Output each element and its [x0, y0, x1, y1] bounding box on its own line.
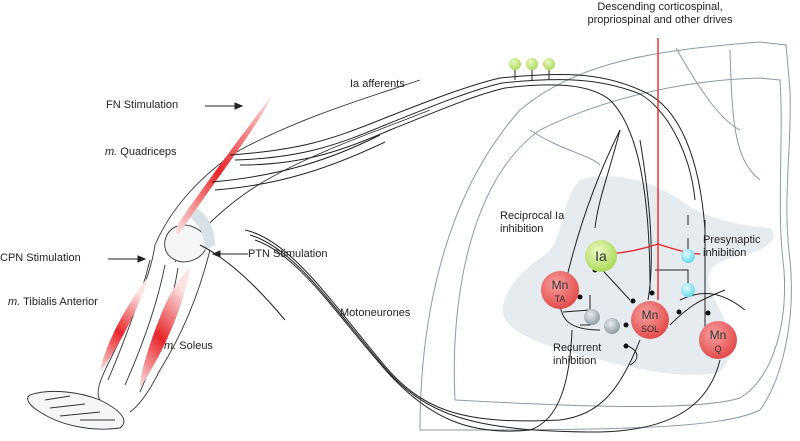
- descending-line1: Descending corticospinal,: [597, 1, 723, 13]
- foot-outline: [27, 390, 125, 430]
- soleus-prefix: m.: [164, 340, 177, 352]
- shin-outline: [97, 244, 156, 401]
- mn-q-label: Mn: [710, 328, 727, 342]
- knee-cap: [164, 224, 208, 263]
- neuron-mn-sol: Mn SOL: [631, 301, 669, 339]
- ia-label: Ia: [595, 248, 607, 264]
- tibialis-name: Tibialis Anterior: [23, 296, 98, 308]
- mn-ta-label: Mn: [552, 278, 569, 292]
- ganglion-cell: [509, 58, 521, 70]
- recurrent-line1: Recurrent: [553, 342, 602, 354]
- recurrent-line2: inhibition: [553, 355, 597, 367]
- presynaptic-interneuron: [681, 283, 695, 297]
- ganglion-cell: [543, 58, 555, 70]
- muscle-quadriceps: [176, 95, 272, 235]
- recurrent-inhibition-label: Recurrent inhibition: [553, 342, 601, 368]
- quadriceps-prefix: m.: [105, 146, 118, 158]
- quadriceps-name: Quadriceps: [120, 146, 177, 158]
- presynaptic-line2: inhibition: [703, 247, 747, 259]
- tibialis-label: m. Tibialis Anterior: [8, 296, 98, 309]
- descending-line2: propriospinal and other drives: [587, 14, 733, 26]
- neuron-ia-interneuron: Ia: [585, 240, 617, 272]
- mn-sol-sub: SOL: [641, 324, 659, 334]
- fn-stimulation-label: FN Stimulation: [106, 99, 179, 111]
- reciprocal-line2: inhibition: [500, 223, 544, 235]
- quadriceps-label: m. Quadriceps: [105, 146, 177, 159]
- mn-sol-label: Mn: [642, 308, 659, 322]
- motoneurones-label: Motoneurones: [340, 307, 411, 319]
- stimulation-arrows: [108, 102, 248, 263]
- leg-illustration: [27, 79, 431, 430]
- muscle-soleus: [139, 268, 190, 388]
- tibialis-prefix: m.: [8, 296, 21, 308]
- ia-afferents-label: Ia afferents: [350, 78, 405, 90]
- cord-outer-outline: [419, 41, 792, 431]
- neuron-mn-ta: Mn TA: [541, 271, 579, 309]
- cpn-stimulation-label: CPN Stimulation: [0, 252, 81, 264]
- muscle-tibialis-anterior: [100, 278, 148, 372]
- motoneurone-bundle: [199, 229, 721, 433]
- mn-q-sub: Q: [714, 344, 721, 354]
- soleus-label: m. Soleus: [164, 340, 213, 353]
- soleus-name: Soleus: [179, 340, 213, 352]
- reciprocal-line1: Reciprocal Ia: [500, 210, 565, 222]
- ganglion-cells: [509, 58, 555, 80]
- ptn-stimulation-label: PTN Stimulation: [248, 248, 328, 260]
- neuron-mn-q: Mn Q: [699, 321, 737, 359]
- descending-drives-label: Descending corticospinal, propriospinal …: [560, 1, 760, 27]
- renshaw-cell: [604, 318, 620, 334]
- reciprocal-inhibition-label: Reciprocal Ia inhibition: [500, 210, 564, 236]
- presynaptic-line1: Presynaptic: [703, 234, 761, 246]
- ia-afferent-bundle: [211, 73, 706, 291]
- thigh-outline: [154, 79, 421, 246]
- mn-ta-sub: TA: [555, 294, 566, 304]
- spinal-cord: [419, 41, 792, 431]
- grey-matter: [502, 176, 774, 375]
- presynaptic-inhibition-label: Presynaptic inhibition: [703, 234, 760, 260]
- renshaw-cell: [584, 309, 600, 325]
- ganglion-cell: [526, 58, 538, 70]
- cord-inner-outline: [453, 77, 786, 407]
- presynaptic-interneuron: [681, 249, 695, 263]
